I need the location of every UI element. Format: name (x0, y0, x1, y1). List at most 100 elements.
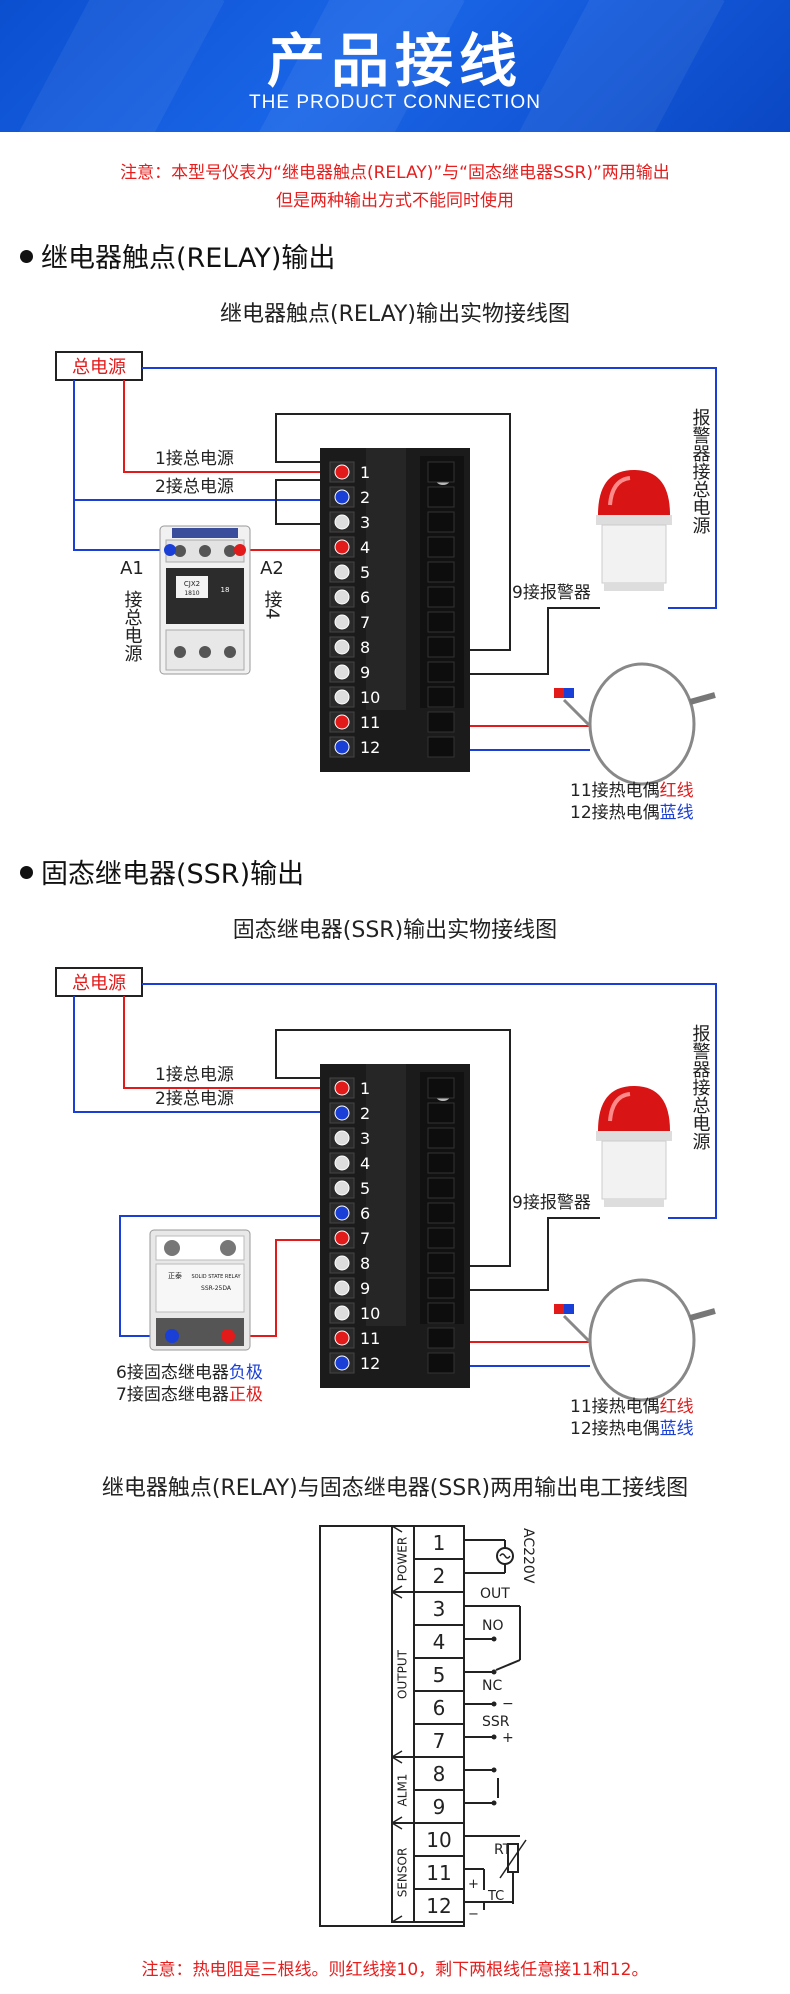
ac-source-symbol (464, 1539, 514, 1574)
ssr-terminal-7: 7 (329, 1227, 455, 1249)
relay-terminal-label: 7 (360, 613, 370, 632)
ssr-terminal-8: 8 (329, 1252, 455, 1274)
thermocouple-image (554, 662, 716, 786)
schematic-terminal-label: 9 (433, 1795, 446, 1819)
ssr-label-t9: 9接报警器 (512, 1193, 591, 1213)
schematic-terminal-label: 12 (426, 1894, 451, 1918)
alarm-lamp-image (596, 470, 672, 591)
relay-terminal-label: 10 (360, 688, 380, 707)
relay-label-t12: 12接热电偶蓝线 (570, 803, 694, 823)
ssr-terminal-label: 8 (360, 1254, 370, 1273)
relay-terminal-11: 11 (329, 711, 455, 733)
relay-label-alarm-power: 报警器接总电源 (690, 408, 711, 535)
relay-label-t2: 2接总电源 (155, 477, 234, 497)
relay-terminal-10: 10 (329, 686, 455, 708)
schematic-terminal-4: 4 (413, 1624, 465, 1659)
contactor-num: 18 (221, 586, 230, 594)
schematic-caption: 继电器触点(RELAY)与固态继电器(SSR)两用输出电工接线图 (101, 1476, 689, 1501)
relay-terminal-label: 2 (360, 488, 370, 507)
ssr-power-label: 总电源 (72, 973, 126, 994)
ssr-terminal-4: 4 (329, 1152, 455, 1174)
relay-power-box (55, 351, 143, 381)
notice-line-2: 但是两种输出方式不能同时使用 (276, 191, 514, 211)
schematic-terminal-label: 3 (433, 1597, 446, 1621)
ssr-label-t2: 2接总电源 (155, 1089, 234, 1109)
footer-note: 注意：热电阻是三根线。则红线接10，剩下两根线任意接11和12。 (141, 1960, 649, 1980)
no-label: NO (482, 1618, 504, 1634)
schematic-terminal-8: 8 (413, 1756, 465, 1791)
ssr-terminal-label: 11 (360, 1329, 380, 1348)
relay-terminal-2: 2 (329, 486, 455, 508)
ssr-plus-label: + (502, 1730, 514, 1746)
schematic-group-label: ALM1 (396, 1774, 410, 1807)
contactor-image: CJX2 1810 18 (159, 525, 251, 675)
ssr-terminal-5: 5 (329, 1177, 455, 1199)
ssr-alarm-lamp-image (596, 1086, 672, 1207)
relay-power-label: 总电源 (72, 357, 126, 378)
relay-terminal-4: 4 (329, 536, 455, 558)
schematic-terminal-label: 6 (433, 1696, 446, 1720)
relay-section-title: 继电器触点(RELAY)输出 (20, 236, 335, 275)
ssr-label-t12: 12接热电偶蓝线 (570, 1419, 694, 1439)
page-title: 产品接线 (266, 27, 523, 95)
relay-label-t9: 9接报警器 (512, 583, 591, 603)
relay-terminal-label: 4 (360, 538, 370, 557)
ssr-terminal-label: 6 (360, 1204, 370, 1223)
relay-label-t11: 11接热电偶红线 (570, 781, 694, 801)
schematic-terminal-12: 12 (413, 1888, 465, 1923)
ssr-brand: 正泰 (168, 1271, 182, 1280)
ssr-terminal-3: 3 (329, 1127, 455, 1149)
ssr-terminal-11: 11 (329, 1327, 455, 1349)
notice-line-1: 注意：本型号仪表为“继电器触点(RELAY)”与“固态继电器SSR)”两用输出 (120, 163, 670, 183)
schematic-terminal-9: 9 (413, 1789, 465, 1824)
schematic-terminal-2: 2 (413, 1558, 465, 1593)
relay-terminal-label: 8 (360, 638, 370, 657)
ssr-terminal-label: 12 (360, 1354, 380, 1373)
schematic-terminal-label: 1 (433, 1531, 446, 1555)
ac220v-label: AC220V (520, 1528, 536, 1584)
sensor-symbol (464, 1835, 527, 1910)
ssr-power-box (55, 967, 143, 997)
schematic-terminal-label: 11 (426, 1861, 451, 1885)
schematic-terminal-5: 5 (413, 1657, 465, 1692)
ssr-terminal-label: 5 (360, 1179, 370, 1198)
schematic-group-alm1: ALM1 (391, 1756, 415, 1824)
schematic-terminal-1: 1 (413, 1525, 465, 1560)
relay-terminal-label: 1 (360, 463, 370, 482)
relay-terminal-9: 9 (329, 661, 455, 683)
ssr-terminal-label: 9 (360, 1279, 370, 1298)
schematic-group-power: POWER (391, 1525, 415, 1593)
relay-label-a1-desc: 接总电源 (122, 590, 143, 663)
nc-label: NC (482, 1678, 502, 1694)
ssr-terminal-label: 10 (360, 1304, 380, 1323)
relay-label-t1: 1接总电源 (155, 449, 234, 469)
schematic-terminal-7: 7 (413, 1723, 465, 1758)
schematic-terminal-label: 2 (433, 1564, 446, 1588)
ssr-terminal-1: 1 (329, 1077, 455, 1099)
contactor-code: 1810 (184, 590, 199, 597)
ssr-wiring-diagram: 总电源 1接总电源 2接总电源 正泰 SOLID STATE RELAY SSR… (55, 967, 717, 1439)
output-relay-symbol (464, 1605, 521, 1740)
schematic-group-sensor: SENSOR (391, 1822, 415, 1923)
schematic-terminal-label: 4 (433, 1630, 446, 1654)
relay-terminal-1: 1 (329, 461, 455, 483)
ssr-label-t6: 6接固态继电器负极 (116, 1363, 263, 1383)
tc-plus-label: + (468, 1877, 479, 1892)
ssr-terminal-6: 6 (329, 1202, 455, 1224)
relay-terminal-label: 11 (360, 713, 380, 732)
ssr-label-t7: 7接固态继电器正极 (116, 1385, 263, 1405)
page-header: 产品接线 THE PRODUCT CONNECTION (0, 0, 790, 132)
schematic-terminal-6: 6 (413, 1690, 465, 1725)
ssr-image: 正泰 SOLID STATE RELAY SSR-25DA (149, 1229, 251, 1351)
tc-label: TC (487, 1889, 504, 1904)
ssr-type: SOLID STATE RELAY (191, 1274, 241, 1280)
schematic-group-output: OUTPUT (391, 1591, 415, 1758)
ssr-label-t11: 11接热电偶红线 (570, 1397, 694, 1417)
ssr-thermocouple-image (554, 1278, 716, 1402)
page-subtitle: THE PRODUCT CONNECTION (249, 92, 541, 113)
ssr-minus-label: − (502, 1696, 514, 1712)
ssr-terminal-label: 3 (360, 1129, 370, 1148)
schematic-terminal-label: 7 (433, 1729, 446, 1753)
relay-label-a2: A2 (260, 558, 284, 579)
ssr-terminal-12: 12 (329, 1352, 455, 1374)
